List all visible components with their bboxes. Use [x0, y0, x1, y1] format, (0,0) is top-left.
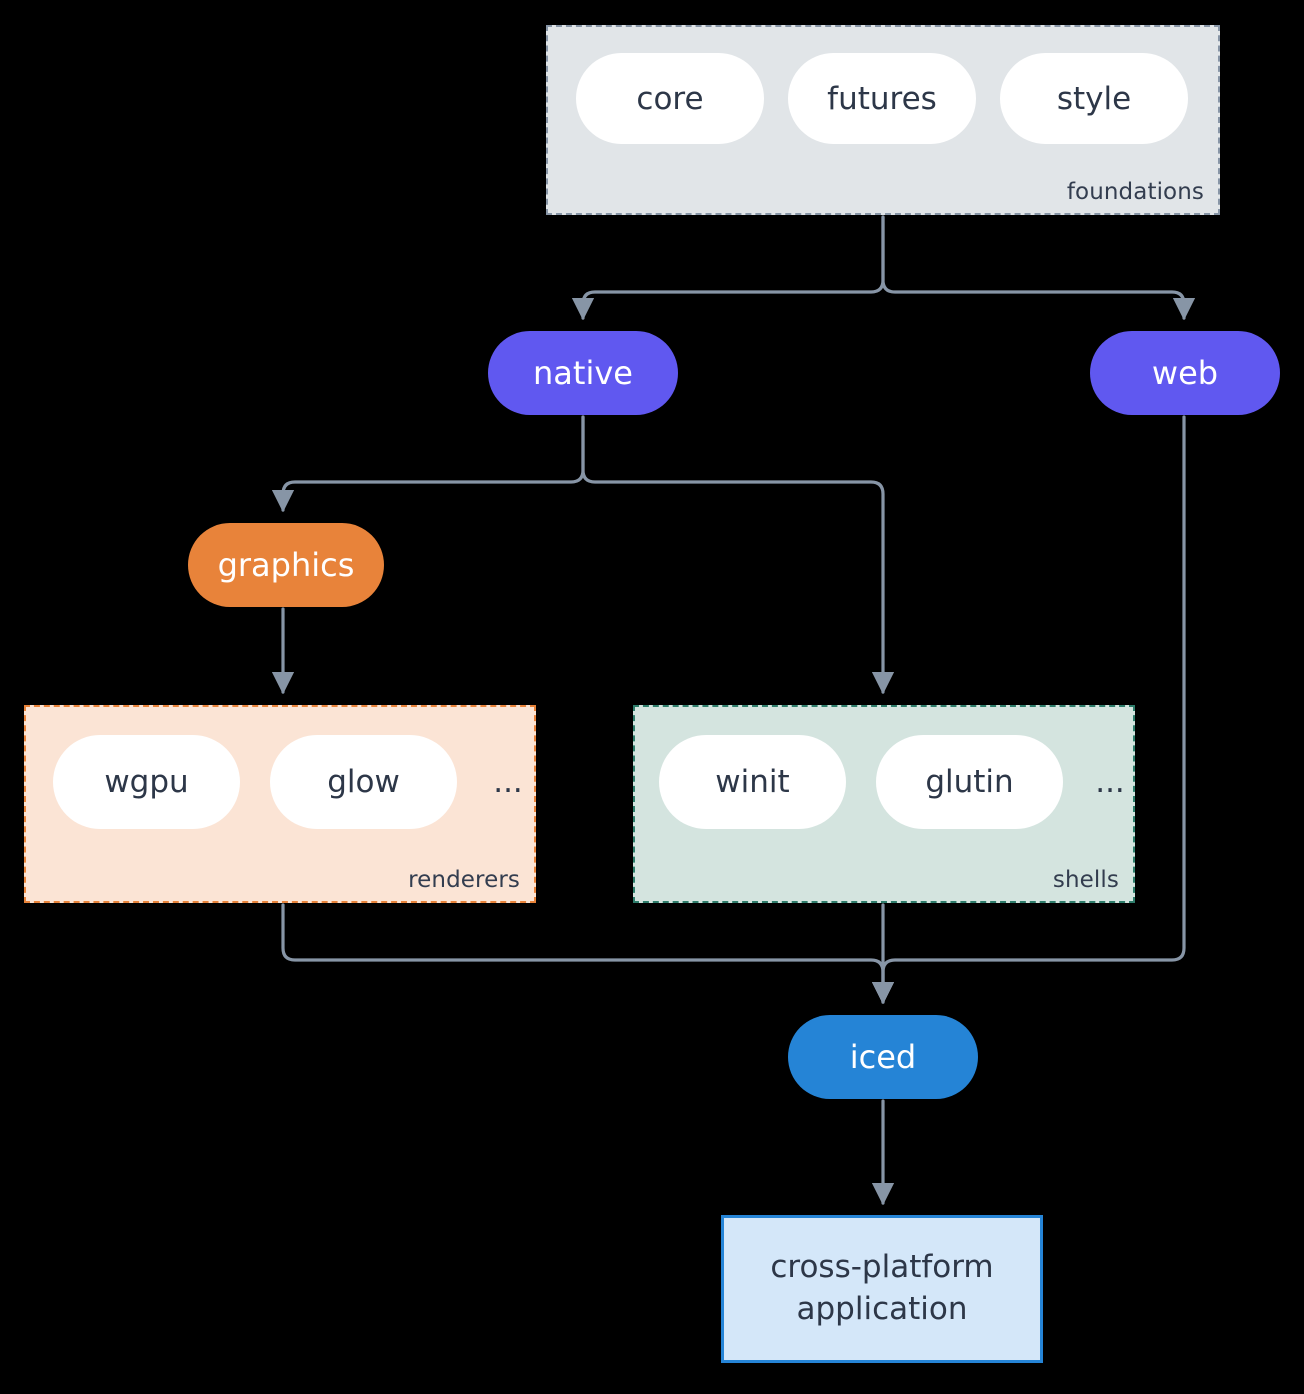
node-glutin-label: glutin	[925, 764, 1014, 800]
node-wgpu[interactable]: wgpu	[53, 735, 240, 829]
cluster-foundations-label: foundations	[1066, 179, 1204, 205]
node-core-label: core	[636, 80, 704, 117]
node-web-label: web	[1151, 354, 1219, 392]
shells-more-ellipsis: ...	[1095, 763, 1125, 800]
cluster-renderers[interactable]: wgpu glow ... renderers	[24, 705, 536, 903]
node-glow[interactable]: glow	[270, 735, 457, 829]
node-native-label: native	[533, 354, 633, 392]
node-glutin[interactable]: glutin	[876, 735, 1063, 829]
cluster-renderers-label: renderers	[408, 867, 520, 893]
node-style-label: style	[1056, 80, 1132, 117]
cluster-shells-label: shells	[1052, 867, 1119, 893]
node-cross-platform-application[interactable]: cross-platform application	[721, 1215, 1043, 1363]
node-core[interactable]: core	[576, 53, 764, 144]
node-futures-label: futures	[827, 80, 937, 117]
cluster-foundations[interactable]: core futures style foundations	[546, 25, 1220, 215]
application-label-line1: cross-platform	[770, 1249, 994, 1286]
application-label-line2: application	[796, 1291, 968, 1327]
node-wgpu-label: wgpu	[104, 764, 189, 800]
renderers-more-ellipsis: ...	[493, 763, 523, 800]
node-futures[interactable]: futures	[788, 53, 976, 144]
node-winit-label: winit	[715, 764, 790, 800]
node-graphics-label: graphics	[217, 546, 355, 584]
node-style[interactable]: style	[1000, 53, 1188, 144]
cluster-shells[interactable]: winit glutin ... shells	[633, 705, 1135, 903]
node-iced[interactable]: iced	[788, 1015, 978, 1099]
node-graphics[interactable]: graphics	[188, 523, 384, 607]
node-native[interactable]: native	[488, 331, 678, 415]
node-web[interactable]: web	[1090, 331, 1280, 415]
node-iced-label: iced	[849, 1038, 917, 1076]
node-glow-label: glow	[327, 764, 400, 800]
node-winit[interactable]: winit	[659, 735, 846, 829]
